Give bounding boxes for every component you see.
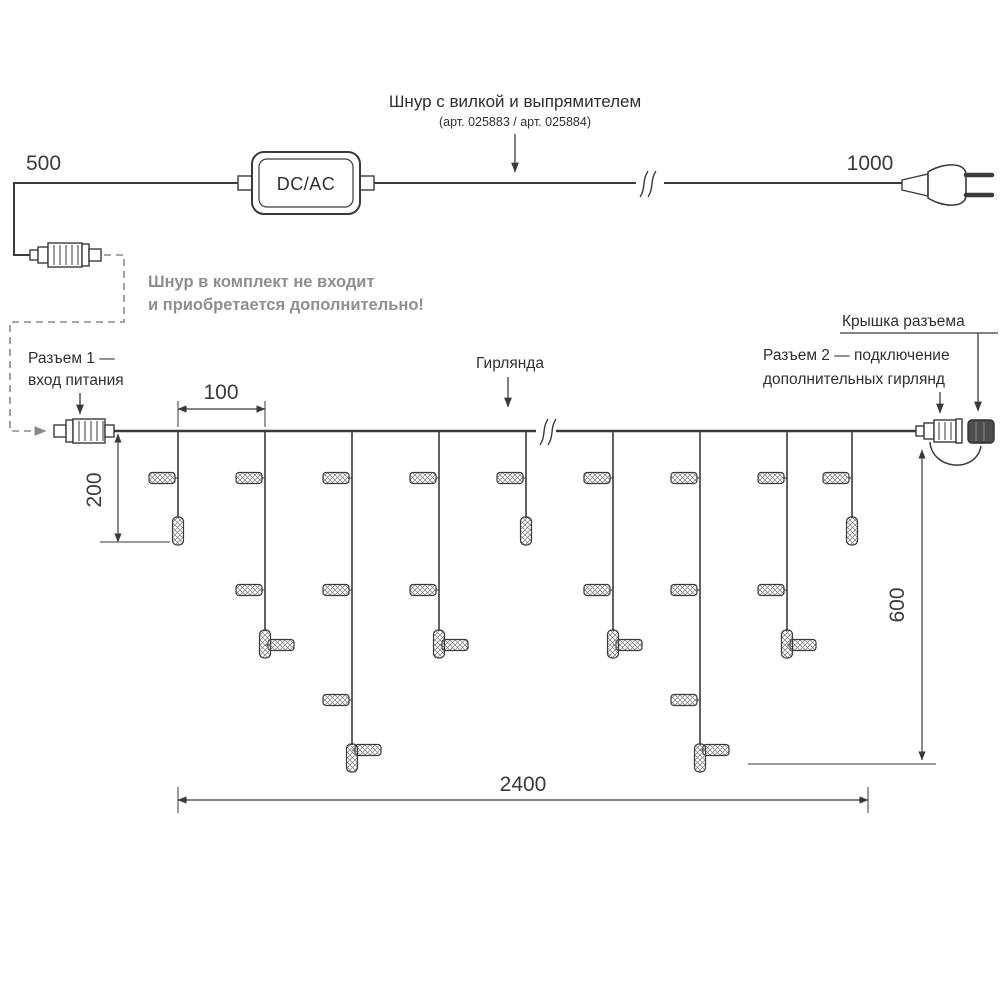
garland-drop [409,431,469,659]
dim-600-label: 600 [886,587,909,622]
callout-labels: Разъем 1 — вход питания Гирлянда Разъем … [28,313,998,415]
garland-drop [235,431,295,659]
dimension-annotations: 100 200 600 2400 [83,381,936,813]
garland-break-symbol [536,417,557,446]
garland-drop [148,431,185,546]
cord-note-line1: Шнур в комплект не входит [148,273,375,291]
cap-tether-loop [929,441,982,466]
garland-output-connector [915,418,963,444]
dim-100-label: 100 [203,381,238,404]
mains-plug [901,164,995,206]
cord-title: Шнур с вилкой и выпрямителем [389,92,641,111]
connector2-label-line1: Разъем 2 — подключение [763,347,950,364]
cap-label: Крышка разъема [842,313,965,330]
dim-200: 200 [83,433,170,543]
cord-left-wire [13,182,240,256]
garland-drop [583,431,643,659]
connector2-label-line2: дополнительных гирлянд [763,371,945,388]
dim-100: 100 [177,381,266,427]
garland-label: Гирлянда [476,355,544,372]
connector1-label-line1: Разъем 1 — [28,350,115,367]
garland-assembly [53,417,995,773]
dim-600: 600 [748,449,936,765]
dim-500-label: 500 [26,152,61,175]
dim-2400-label: 2400 [500,773,547,796]
cord-note: Шнур в комплект не входит и приобретаетс… [148,273,424,314]
dim-1000-label: 1000 [847,152,894,175]
garland-drop [670,431,730,773]
dashed-connection-path [9,254,125,436]
converter-box: DC/AC [237,151,375,215]
dim-2400: 2400 [177,773,869,813]
connector-cap [967,419,995,444]
garland-drop [496,431,533,546]
cord-note-line2: и приобретается дополнительно! [148,296,424,314]
garland-drop [322,431,382,773]
cord-subtitle: (арт. 025883 / арт. 025884) [439,115,591,129]
garland-input-connector [53,418,115,444]
garland-drops [148,431,859,773]
garland-drop [822,431,859,546]
power-cord-assembly: 500 1000 DC/AC [13,92,995,268]
cord-break-symbol [636,170,664,198]
power-output-connector [29,242,102,268]
connector1-label-line2: вход питания [28,372,124,389]
converter-label: DC/AC [277,174,336,194]
garland-drop [757,431,817,659]
dim-200-label: 200 [83,472,106,507]
